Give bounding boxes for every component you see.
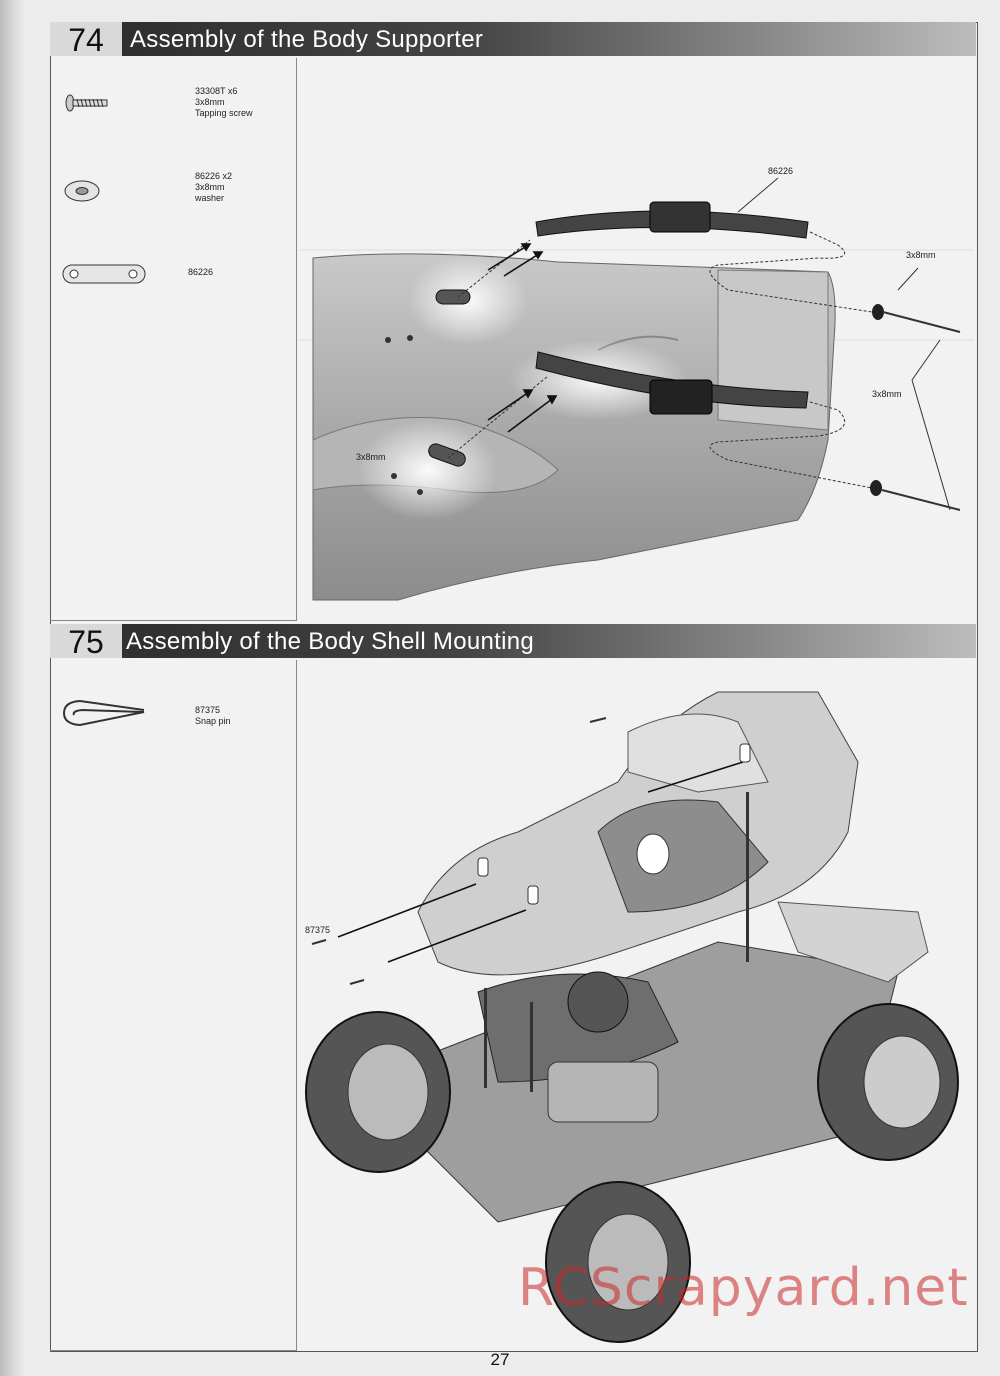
section-75-header: 75 Assembly of the Body Shell Mounting bbox=[50, 624, 976, 660]
body-supporter-diagram bbox=[298, 177, 974, 601]
callout-3x8mm-tapping: 3x8mm bbox=[356, 452, 386, 462]
page-edge-shadow bbox=[0, 0, 26, 1376]
callout-3x8mm-washer: 3x8mm bbox=[906, 250, 936, 260]
body-shell-mounting-diagram bbox=[305, 691, 959, 1343]
callout-86226: 86226 bbox=[768, 166, 794, 176]
section-74-header: 74 Assembly of the Body Supporter bbox=[50, 22, 976, 58]
part-snap-pin-label: 87375 Snap pin bbox=[195, 705, 231, 726]
parts-list-74 bbox=[50, 58, 297, 621]
part-plate-label: 86226 bbox=[188, 267, 214, 277]
page-number: 27 bbox=[490, 1350, 510, 1369]
watermark: RCScrapyard.net bbox=[518, 1258, 969, 1318]
snap-pin-icon bbox=[62, 700, 145, 727]
section-number: 75 bbox=[50, 624, 122, 660]
washer-icon bbox=[64, 180, 100, 202]
tapping-screw-icon bbox=[65, 94, 108, 112]
part-washer-label: 86226 x2 3x8mm washer bbox=[195, 171, 233, 203]
wheel-front-left bbox=[305, 1011, 451, 1173]
callout-87375: 87375 bbox=[305, 925, 331, 935]
part-tapping-screw-label: 33308T x6 3x8mm Tapping screw bbox=[195, 86, 253, 118]
callout-3x8mm-screw: 3x8mm bbox=[872, 389, 902, 399]
body-supporter-plate-icon bbox=[62, 264, 146, 284]
parts-list-75 bbox=[50, 660, 297, 1351]
section-number: 74 bbox=[50, 22, 122, 58]
section-title: Assembly of the Body Supporter bbox=[130, 26, 484, 53]
section-title: Assembly of the Body Shell Mounting bbox=[126, 628, 535, 655]
